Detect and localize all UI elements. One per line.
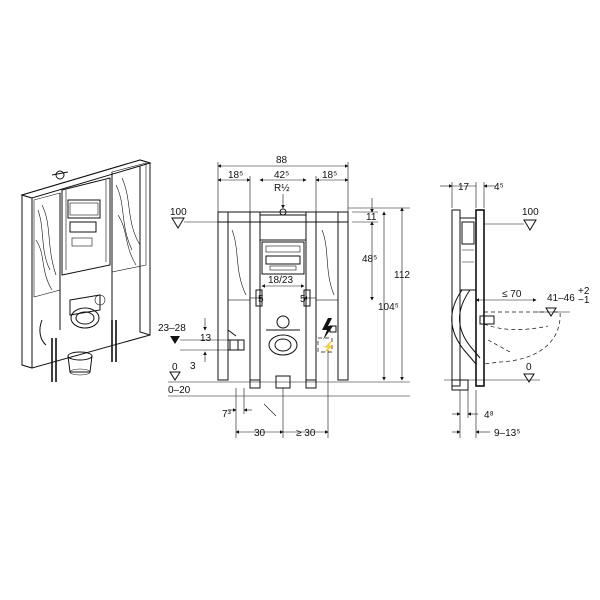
dim-seat-height: 41–46 [547,293,575,304]
dim-depth: 17 [458,182,470,193]
dim-inner-left: 5 [258,294,264,305]
dim-waste-spacing: 18/23 [268,275,293,286]
dim-bowl-distance: ≤ 70 [502,289,522,300]
isometric-view [20,159,152,382]
dim-right-distance: ≥ 30 [296,428,316,439]
electric-socket-label: ⚡ [322,340,334,353]
dim-wall-range: 9–13⁵ [494,428,520,439]
level-triangle-icon [523,219,537,231]
ref-level-label: 100 [170,207,187,218]
side-ref-level-label: 100 [522,207,539,218]
floor-range-label: 0–20 [168,385,191,396]
side-view [451,209,561,391]
dim-front-offset: 4⁵ [494,182,504,193]
dim-left-offset: 18⁵ [228,170,243,181]
level-triangle-icon [523,373,535,383]
dim-top-gap: 11 [366,212,377,223]
dim-center-width: 42⁵ [274,170,289,181]
dim-seat-tol-plus: +2 [578,286,590,297]
side-dimensions: 17 4⁵ 100 ≤ 70 41–46 +2 −1 0 4⁸ 9–13⁵ [440,182,590,439]
dim-right-offset: 18⁵ [322,170,337,181]
level-triangle-icon [171,217,185,229]
floor-level-label: 0 [172,362,178,373]
dim-actuation-height: 48⁵ [362,254,377,265]
dim-overall-width: 88 [276,155,288,166]
dim-drain-gap: 3 [190,361,196,372]
side-floor-level-label: 0 [526,362,532,373]
dim-waste-offset: 13 [200,333,212,344]
dim-frame-height: 112 [394,270,410,281]
level-triangle-icon [170,336,180,344]
dim-total-height: 104⁵ [378,302,399,313]
front-dimensions: 88 18⁵ 42⁵ 18⁵ R½ 11 48⁵ 104⁵ 112 18/23 … [158,155,410,439]
dim-left-distance: 30 [254,428,266,439]
dim-inner-right: 5 [300,294,306,305]
dim-waste-height-range: 23–28 [158,323,186,334]
front-view: ⚡ [217,208,349,389]
lightning-icon [322,318,333,340]
dim-foot-offset: 4⁸ [484,410,494,421]
dim-foot-width: 7³ [222,409,232,420]
dim-seat-tol-minus: −1 [578,295,590,306]
level-triangle-icon [169,371,181,381]
supply-thread-label: R½ [274,183,290,194]
